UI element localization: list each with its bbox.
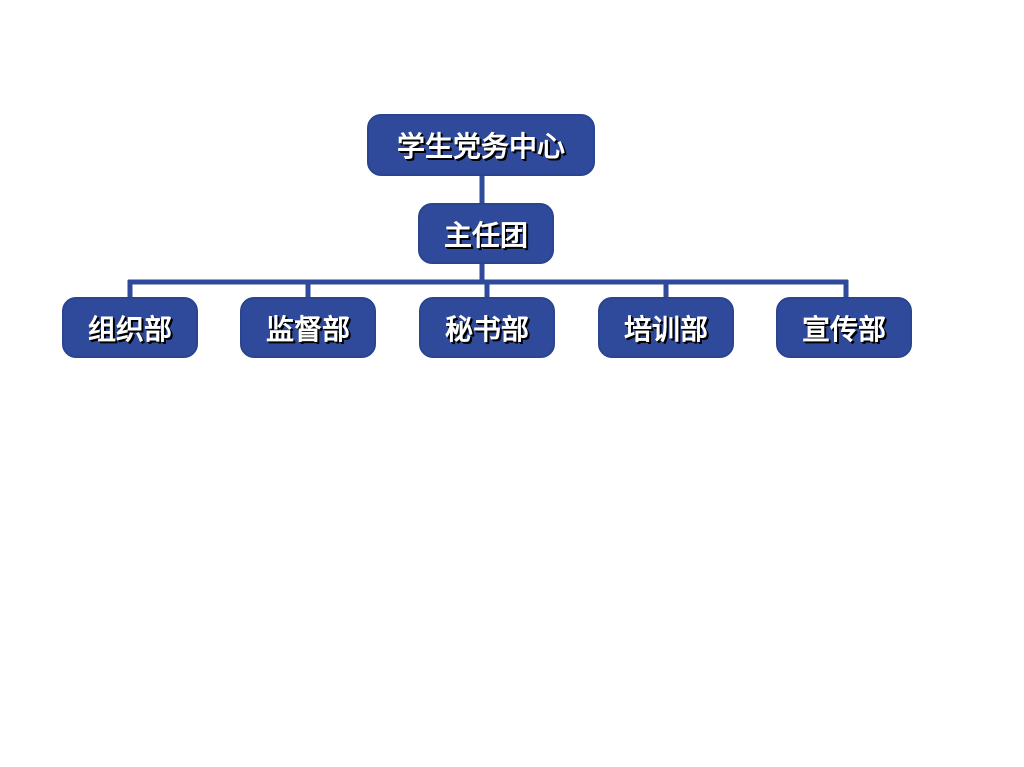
node-root-label: 学生党务中心: [396, 130, 565, 163]
node-department: 宣传部: [776, 297, 912, 358]
node-department: 培训部: [598, 297, 734, 358]
node-department-label: 监督部: [265, 312, 350, 346]
node-department-label: 培训部: [623, 312, 708, 346]
node-department: 组织部: [62, 297, 198, 358]
node-director-label: 主任团: [443, 218, 528, 252]
node-department-label: 宣传部: [801, 312, 886, 346]
node-root: 学生党务中心: [367, 114, 595, 176]
node-department-label: 组织部: [87, 312, 172, 346]
node-department-label: 秘书部: [444, 312, 529, 346]
node-director: 主任团: [418, 203, 554, 264]
node-department: 秘书部: [419, 297, 555, 358]
node-department: 监督部: [240, 297, 376, 358]
